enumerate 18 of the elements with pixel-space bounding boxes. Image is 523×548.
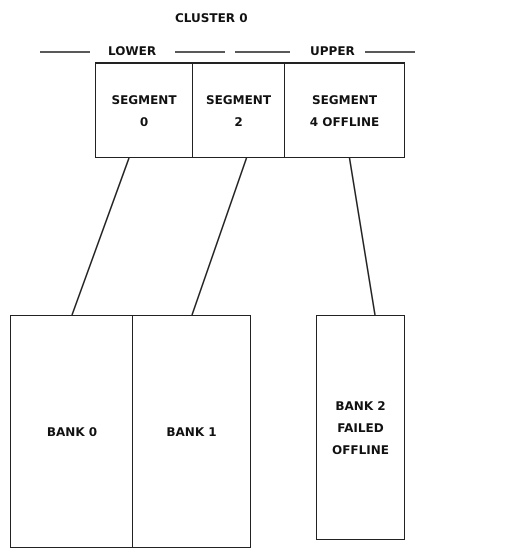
range-label: UPPER: [310, 44, 355, 58]
connector-line: [348, 158, 376, 316]
bank-box: [316, 315, 405, 540]
node-label: BANK 2 FAILED OFFLINE: [331, 398, 390, 458]
node-label: BANK 1: [165, 424, 218, 440]
segment-box: [284, 62, 405, 158]
range-label: LOWER: [108, 44, 156, 58]
segment-box: [192, 62, 285, 158]
diagram-title: CLUSTER 0: [175, 11, 248, 25]
bank-box: [132, 315, 251, 548]
node-label: SEGMENT 4 OFFLINE: [308, 92, 380, 130]
segment-box: [95, 62, 193, 158]
connector-line: [71, 158, 130, 316]
bank-box: [10, 315, 134, 548]
node-label: SEGMENT 0: [110, 92, 178, 130]
node-label: SEGMENT 2: [204, 92, 272, 130]
node-label: BANK 0: [46, 424, 98, 440]
connector-line: [191, 158, 248, 316]
